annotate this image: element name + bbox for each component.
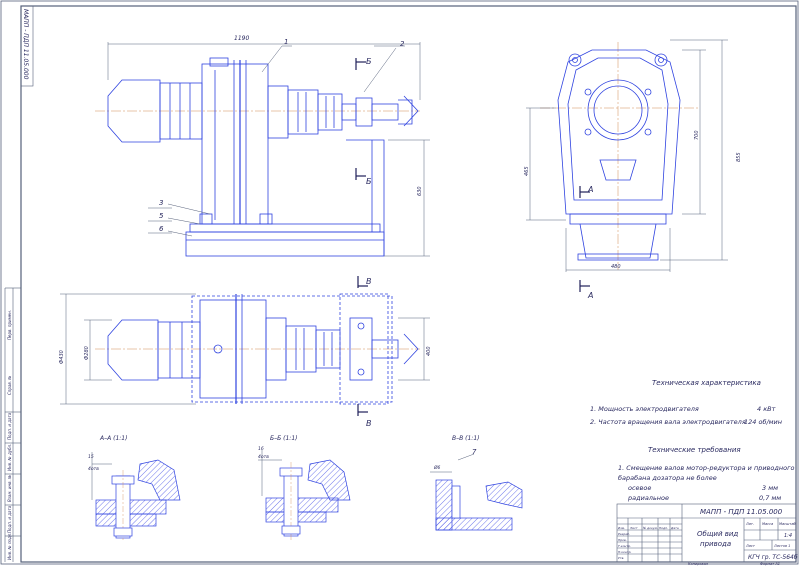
- requirements-title: Технические требования: [648, 446, 741, 454]
- title-block-name-1: Общий вид: [697, 530, 738, 538]
- side-label-4: Инв. № дубл.: [7, 444, 12, 471]
- title-format: Формат А1: [760, 562, 780, 566]
- title-block-sheet: Лист: [745, 544, 756, 548]
- section-bb-dim1: 16: [258, 446, 264, 452]
- section-bb-dims: [258, 450, 282, 496]
- title-col-2: Лист: [629, 526, 638, 530]
- section-vv-title: В–В (1:1): [452, 435, 479, 442]
- front-view-callouts: [148, 45, 397, 237]
- section-a-bottom: А: [587, 291, 593, 300]
- title-block-name-2: привода: [700, 540, 731, 548]
- requirements-row-2-label: радиальное: [627, 494, 669, 502]
- title-copied: Копировал: [688, 562, 709, 566]
- title-block-scale: 1:4: [784, 533, 792, 539]
- side-label-2: Справ. №: [7, 376, 12, 395]
- section-aa-dims: [91, 452, 112, 500]
- end-view-dimensions: [526, 39, 728, 272]
- section-aa-dim1: 15: [88, 454, 94, 460]
- title-block-scale-header: Масштаб: [779, 522, 796, 526]
- side-label-3: Подп. и дата: [7, 412, 12, 440]
- plan-view: [95, 293, 420, 405]
- dim-end-height-inner: 700: [694, 130, 700, 140]
- title-block-lit: Лит.: [745, 522, 754, 526]
- front-view: [95, 57, 420, 257]
- title-role-1: Разраб.: [618, 532, 630, 536]
- doc-code-stamp: МАПП - ПДП 11.05.000: [20, 5, 34, 87]
- front-view-dimensions: [107, 42, 430, 257]
- end-view: [540, 42, 700, 270]
- dim-end-height-total: 855: [736, 152, 742, 162]
- dim-total-length: 1190: [234, 35, 249, 42]
- section-aa-dim2: 4отв: [88, 466, 99, 472]
- title-role-5: Н.контр.: [618, 550, 631, 554]
- requirements-row-1-label: осевое: [628, 484, 651, 492]
- dim-end-width: 480: [611, 264, 621, 270]
- side-label-6: Подп. и дата: [7, 505, 12, 533]
- dim-plan-right: 400: [426, 346, 432, 356]
- title-col-3: № докум.: [642, 526, 658, 530]
- requirements-row-2-value: 0,7 мм: [759, 494, 781, 502]
- dim-height-left: 630: [417, 186, 423, 196]
- callout-5: 5: [159, 212, 164, 220]
- section-bb-title: Б–Б (1:1): [270, 435, 297, 442]
- title-block-sheets: Листов 1: [773, 544, 790, 548]
- callout-7: 7: [472, 448, 477, 456]
- title-block-code: МАПП - ПДП 11.05.000: [700, 508, 783, 516]
- callout-3: 3: [159, 199, 163, 207]
- section-mark-a: [579, 186, 590, 292]
- title-role-2: Пров.: [618, 538, 627, 542]
- spec-row-1-label: 1. Мощность электродвигателя: [590, 405, 699, 413]
- section-bb-dim2: 4отв: [258, 454, 269, 460]
- section-b-top: Б: [366, 57, 372, 66]
- requirements-line-2: барабана дозатора не более: [618, 474, 717, 482]
- dim-plan-inner: Ф280: [84, 346, 90, 360]
- plan-view-dimensions: [60, 293, 430, 405]
- spec-row-2-label: 2. Частота вращения вала электродвигател…: [590, 418, 746, 426]
- title-block-grid: [616, 503, 797, 563]
- title-role-3: Т.контр.: [618, 544, 631, 548]
- section-v-top: В: [366, 277, 372, 286]
- section-b-bottom: Б: [366, 177, 372, 186]
- title-role-6: Утв.: [618, 556, 624, 560]
- side-label-7: Инв. № подл.: [7, 532, 12, 560]
- title-col-1: Изм.: [618, 526, 625, 530]
- callout-2: 2: [400, 40, 405, 48]
- requirements-line-1: 1. Смещение валов мотор-редуктора и прив…: [618, 464, 794, 472]
- side-strip: Перв. примен. Справ. № Подп. и дата Инв.…: [7, 310, 12, 560]
- title-block-group: КГЧ гр. ТС-564б: [748, 554, 798, 561]
- section-a-top: А: [587, 185, 593, 194]
- spec-row-1-value: 4 кВт: [757, 405, 776, 413]
- title-col-4: Подп.: [659, 526, 668, 530]
- section-vv-dims: [430, 453, 475, 473]
- specs-title: Техническая характеристика: [652, 379, 761, 387]
- section-vv-dim1: Ø6: [433, 464, 441, 471]
- dim-end-diameter: 465: [524, 166, 530, 176]
- section-vv: [435, 479, 523, 531]
- section-aa-title: А–А (1:1): [99, 435, 127, 442]
- section-v-bottom: В: [366, 419, 372, 428]
- requirements-row-1-value: 3 мм: [762, 484, 778, 492]
- section-aa: [95, 459, 181, 542]
- section-mark-v: [357, 276, 368, 416]
- title-col-5: Дата: [670, 526, 679, 530]
- spec-row-2-value: 124 об/мин: [744, 418, 782, 426]
- side-label-5: Взам. инв. №: [7, 475, 12, 502]
- section-bb: [265, 459, 351, 542]
- dim-plan-width: Ф430: [59, 350, 65, 364]
- callout-6: 6: [159, 225, 164, 233]
- callout-1: 1: [284, 38, 288, 46]
- side-label-1: Перв. примен.: [7, 310, 12, 340]
- section-mark-b: [355, 58, 366, 180]
- doc-code-rotated: МАПП - ПДП 11.05.000: [22, 9, 29, 80]
- title-block-mass: Масса: [762, 522, 773, 526]
